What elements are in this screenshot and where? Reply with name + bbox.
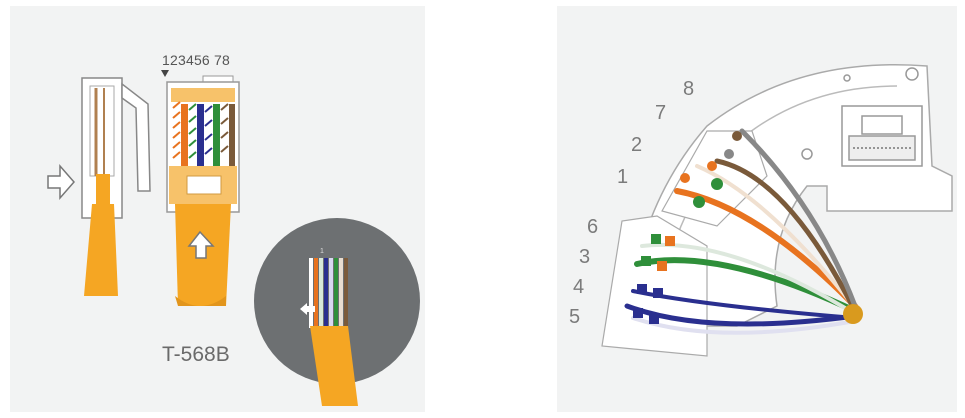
connector-illustration bbox=[47, 70, 420, 406]
wire-stripes bbox=[172, 101, 235, 166]
pin-label-8: 8 bbox=[683, 78, 695, 100]
pin-label-4: 4 bbox=[573, 276, 585, 298]
keystone-jack-panel: 8 7 2 1 6 3 4 5 bbox=[557, 6, 957, 412]
zoom-pin-marker: 1 bbox=[320, 248, 324, 255]
pin-label-6: 6 bbox=[587, 216, 599, 238]
idc-block-upper bbox=[661, 130, 768, 227]
zoom-arrow-icon bbox=[300, 303, 315, 315]
pin-1-marker bbox=[161, 70, 169, 77]
pin-label-5: 5 bbox=[569, 306, 581, 328]
idc-terminals bbox=[633, 131, 863, 324]
t568b-connector-panel: 123456 78 T-568B 1 bbox=[10, 6, 425, 412]
wire-bundle bbox=[624, 128, 858, 335]
pin-label-7: 7 bbox=[655, 102, 667, 124]
plug-side-view bbox=[81, 77, 151, 296]
pin-number-label: 123456 78 bbox=[162, 52, 230, 68]
zoom-detail-circle bbox=[254, 218, 420, 406]
wiring-standard-label: T-568B bbox=[162, 343, 230, 366]
keystone-illustration bbox=[601, 64, 953, 357]
up-arrow-icon bbox=[187, 230, 215, 259]
pin-label-1: 1 bbox=[617, 166, 629, 188]
push-arrow-icon bbox=[47, 164, 75, 200]
pin-label-3: 3 bbox=[579, 246, 591, 268]
pin-label-2: 2 bbox=[631, 134, 643, 156]
plug-front-view bbox=[161, 70, 240, 306]
